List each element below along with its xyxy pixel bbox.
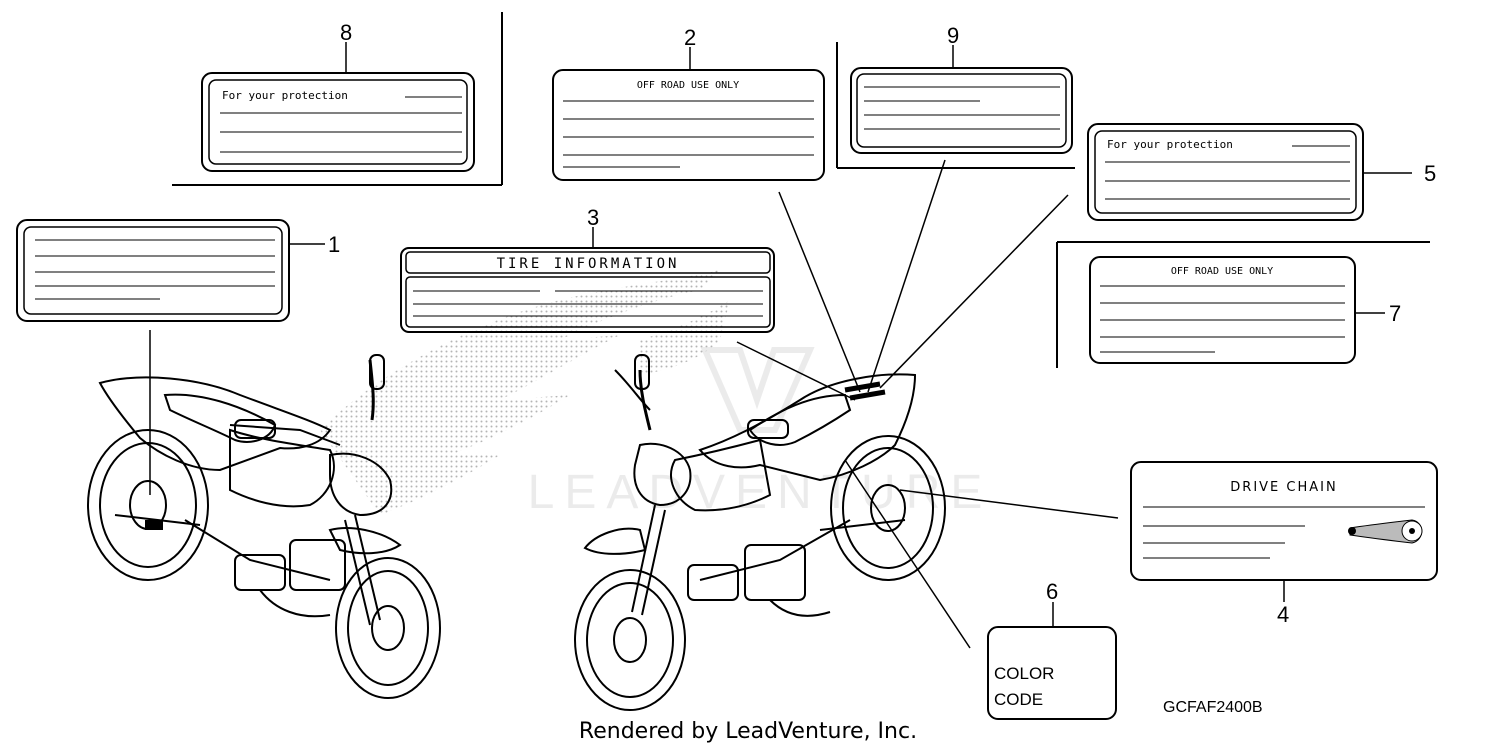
- chain-icon: [1348, 519, 1423, 544]
- callout-4: 4: [1277, 602, 1289, 627]
- label-5-text: For your protection: [1107, 138, 1233, 151]
- motorcycle-left: [87, 354, 441, 699]
- label-1: [16, 219, 290, 322]
- label-3-tire-information: TIRE INFORMATION: [400, 247, 775, 333]
- callout-7: 7: [1389, 301, 1401, 326]
- label-8-protection: For your protection: [201, 72, 475, 172]
- label-6-color: COLOR: [994, 664, 1054, 683]
- label-5-protection: For your protection: [1087, 123, 1364, 221]
- label-8-text: For your protection: [222, 89, 348, 102]
- callout-1: 1: [328, 232, 340, 257]
- callout-2: 2: [684, 25, 696, 50]
- diagram-code: GCFAF2400B: [1163, 699, 1263, 716]
- callout-3: 3: [587, 205, 599, 230]
- honda-wing-logo: [320, 270, 730, 515]
- label-2-text: OFF ROAD USE ONLY: [637, 80, 739, 91]
- watermark-text: LEADVENTURE: [528, 466, 993, 519]
- label-9: [850, 67, 1073, 154]
- label-3-text: TIRE INFORMATION: [497, 256, 680, 272]
- label-4-text: DRIVE CHAIN: [1230, 480, 1337, 495]
- callout-5: 5: [1424, 161, 1436, 186]
- footer-credit: Rendered by LeadVenture, Inc.: [579, 719, 917, 744]
- motorcycle-right: [574, 354, 946, 711]
- label-7-text: OFF ROAD USE ONLY: [1171, 266, 1273, 277]
- label-6-code: CODE: [994, 690, 1043, 709]
- label-4-drive-chain: DRIVE CHAIN: [1130, 461, 1438, 581]
- label-6-color-code: COLOR CODE: [987, 626, 1117, 720]
- callout-6: 6: [1046, 579, 1058, 604]
- callout-9: 9: [947, 23, 959, 48]
- callout-8: 8: [340, 20, 352, 45]
- label-2-off-road: OFF ROAD USE ONLY: [552, 69, 825, 181]
- label-7-off-road: OFF ROAD USE ONLY: [1056, 241, 1430, 368]
